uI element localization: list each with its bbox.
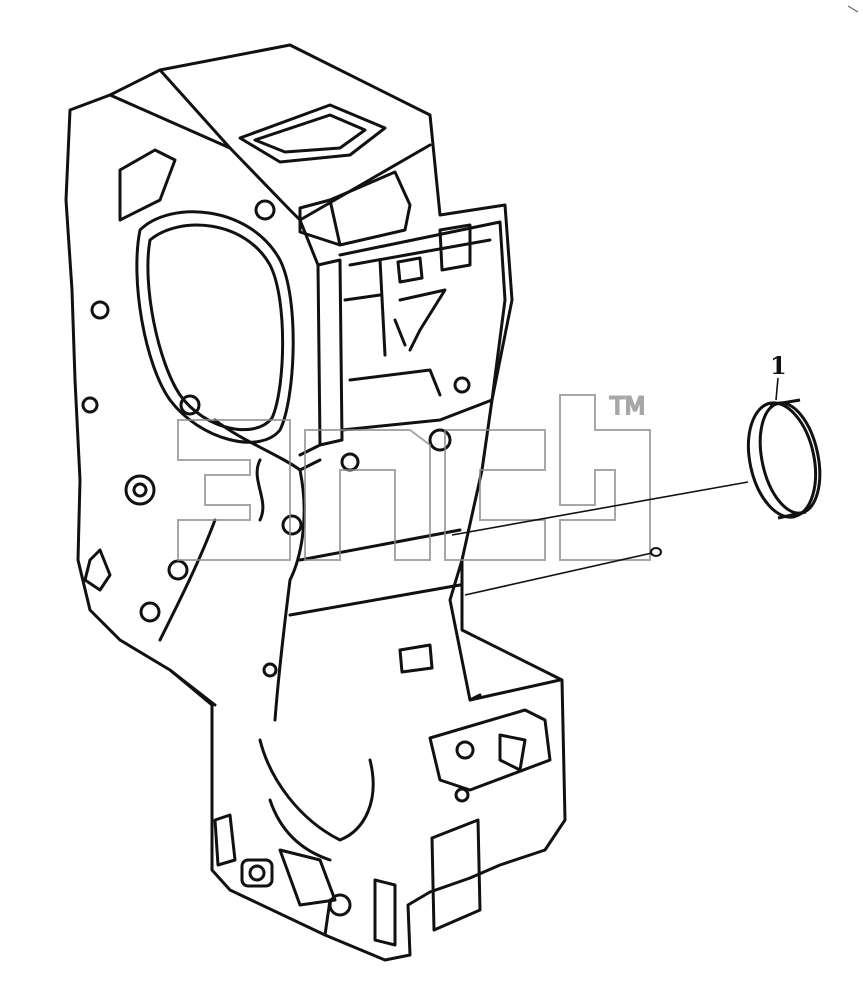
callout-label-part-1: 1: [770, 351, 787, 380]
leader-line-part-1: [775, 377, 779, 401]
leader-line-o-ring: [464, 552, 653, 596]
corner-mark: [847, 5, 859, 13]
leader-lines: [451, 377, 779, 596]
leader-line-to-housing: [451, 481, 749, 536]
trademark-mark: TM: [609, 392, 645, 420]
part-1-cover-plug: [746, 398, 822, 520]
part-o-ring: [650, 547, 662, 557]
watermark-logo: TM: [177, 391, 651, 561]
transmission-housing: [64, 43, 567, 962]
